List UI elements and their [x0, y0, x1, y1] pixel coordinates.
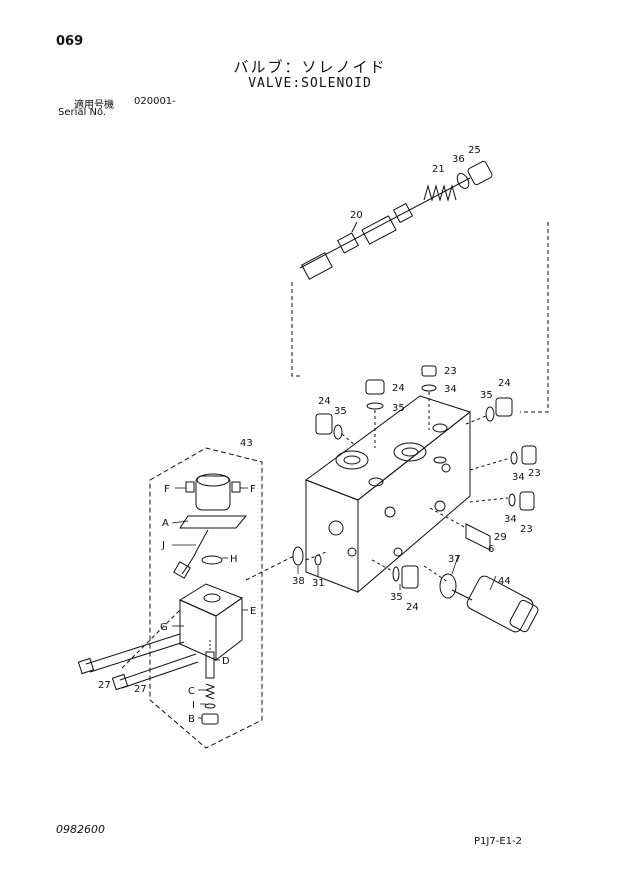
callout-A: A [162, 518, 169, 529]
callout-24d: 24 [406, 602, 419, 613]
callout-G: G [160, 622, 168, 633]
callout-F-left: F [164, 484, 170, 495]
coil-housing-A [179, 473, 248, 529]
serial-label-english: Serial No. [58, 107, 107, 118]
callout-44: 44 [498, 576, 511, 587]
callout-24c: 24 [498, 378, 511, 389]
callout-24a: 24 [392, 383, 405, 394]
callout-29: 29 [494, 532, 507, 543]
callout-labels: 25 36 21 20 23 34 24 35 24 35 35 24 23 3… [98, 145, 541, 725]
callout-F-right: F [250, 484, 256, 495]
callout-21: 21 [432, 164, 445, 175]
callout-35b: 35 [334, 406, 347, 417]
title-english: VALVE:SOLENOID [248, 76, 372, 91]
callout-C: C [188, 686, 195, 697]
lower-port-fittings [371, 559, 457, 599]
callout-24b: 24 [318, 396, 331, 407]
document-code: 0982600 [56, 823, 105, 836]
leader-lines [171, 487, 497, 719]
parts-D-C-I-B [201, 640, 219, 725]
callout-E: E [250, 606, 256, 617]
callout-31: 31 [312, 578, 325, 589]
callout-23c: 23 [520, 524, 533, 535]
callout-36: 36 [452, 154, 465, 165]
upper-port-fittings [315, 365, 513, 448]
callout-34a: 34 [444, 384, 457, 395]
callout-38: 38 [292, 576, 305, 587]
callout-43: 43 [240, 438, 253, 449]
callout-37: 37 [448, 554, 461, 565]
callout-34b: 34 [512, 472, 525, 483]
right-port-fittings [429, 445, 537, 551]
solenoid-valve-44 [451, 575, 539, 633]
valve-block [304, 395, 472, 594]
subassembly-43-outline [149, 447, 263, 749]
bolts-27 [77, 633, 199, 691]
block-E [178, 583, 244, 662]
callout-20: 20 [350, 210, 363, 221]
callout-23b: 23 [528, 468, 541, 479]
callout-23a: 23 [444, 366, 457, 377]
serial-value: 020001- [134, 96, 176, 107]
callout-I: I [192, 700, 195, 711]
callout-35c: 35 [480, 390, 493, 401]
callout-6: 6 [488, 544, 494, 555]
callout-D: D [222, 656, 230, 667]
callout-B: B [188, 714, 195, 725]
spool-assembly [299, 160, 493, 280]
callout-35d: 35 [390, 592, 403, 603]
callout-27b: 27 [134, 684, 147, 695]
callout-H: H [230, 554, 238, 565]
callout-35a: 35 [392, 403, 405, 414]
callout-27a: 27 [98, 680, 111, 691]
page-number: 069 [56, 34, 84, 49]
serial-label-japanese: 適用号機 [74, 100, 114, 111]
page-code: P1J7-E1-2 [474, 836, 522, 847]
cable-J-oring-H [173, 529, 223, 579]
title-japanese: バルブ：ソレノイド [233, 58, 387, 76]
orings-38-31 [292, 546, 327, 566]
callout-J: J [161, 540, 165, 551]
callout-25: 25 [468, 145, 481, 156]
callout-34c: 34 [504, 514, 517, 525]
